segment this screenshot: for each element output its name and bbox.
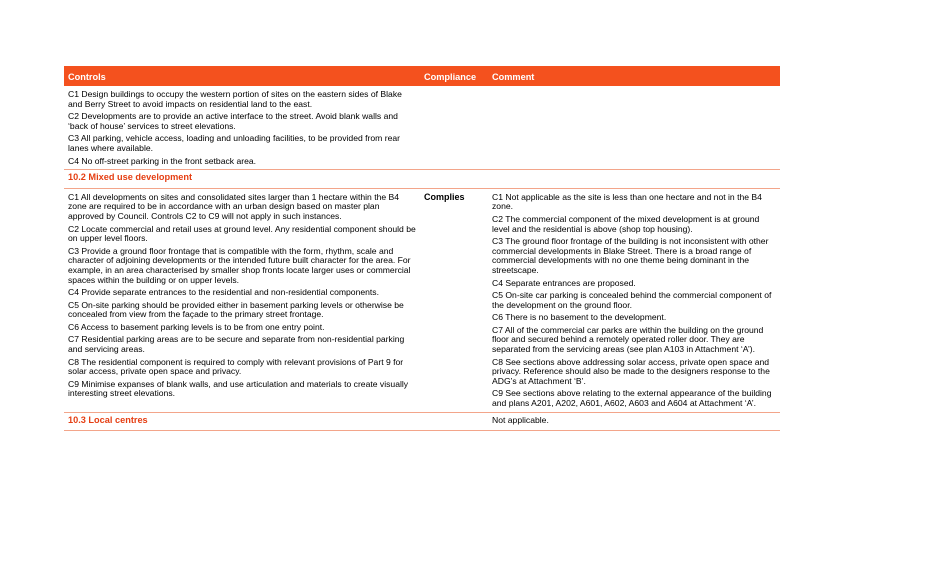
section-row: 10.3 Local centres Not applicable.: [64, 412, 780, 432]
control-item: C3 All parking, vehicle access, loading …: [68, 133, 401, 153]
control-item: C2 Locate commercial and retail uses at …: [68, 223, 416, 244]
control-item: C1 Design buildings to occupy the wester…: [68, 89, 402, 109]
comment-item: C8 See sections above addressing solar a…: [492, 356, 770, 386]
comment-item: C7 All of the commercial car parks are w…: [492, 324, 764, 355]
compliance-cell: [420, 412, 488, 432]
comment-item: C9 See sections above relating to the ex…: [492, 388, 772, 409]
controls-cell: C1 Design buildings to occupy the wester…: [64, 89, 420, 171]
section-title-local-centres: 10.3 Local centres: [64, 412, 420, 432]
control-item: C3 Provide a ground floor frontage that …: [68, 245, 411, 285]
header-comment: Comment: [488, 66, 780, 86]
controls-cell: C1 All developments on sites and consoli…: [64, 191, 420, 413]
header-controls: Controls: [64, 66, 420, 86]
compliance-status: Complies: [420, 192, 488, 413]
control-item: C6 Access to basement parking levels is …: [68, 321, 325, 332]
control-item: C4 Provide separate entrances to the res…: [68, 287, 379, 298]
section-row: 10.2 Mixed use development: [64, 169, 780, 189]
local-centres-comment: Not applicable.: [488, 412, 780, 432]
compliance-cell: [420, 90, 488, 171]
control-item: C8 The residential component is required…: [68, 356, 404, 377]
comment-item: C1 Not applicable as the site is less th…: [492, 191, 762, 212]
compliance-table: Controls Compliance Comment C1 Design bu…: [64, 66, 780, 432]
comment-item: C2 The commercial component of the mixed…: [492, 213, 760, 234]
control-item: C7 Residential parking areas are to be s…: [68, 334, 405, 355]
table-row: C1 All developments on sites and consoli…: [64, 191, 780, 413]
control-item: C2 Developments are to provide an active…: [68, 111, 398, 131]
table-header-row: Controls Compliance Comment: [64, 66, 780, 86]
comment-item: C6 There is no basement to the developme…: [492, 312, 667, 323]
control-item: C1 All developments on sites and consoli…: [68, 191, 400, 221]
control-item: C9 Minimise expanses of blank walls, and…: [68, 378, 409, 399]
section-title-mixed-use: 10.2 Mixed use development: [64, 169, 780, 189]
control-item: C5 On-site parking should be provided ei…: [68, 299, 404, 320]
comment-item: C5 On-site car parking is concealed behi…: [492, 290, 772, 310]
control-item: C4 No off-street parking in the front se…: [68, 155, 257, 166]
comment-cell: [488, 90, 780, 171]
compliance-table-page: Controls Compliance Comment C1 Design bu…: [64, 66, 780, 432]
comment-cell: C1 Not applicable as the site is less th…: [488, 191, 780, 413]
comment-item: C4 Separate entrances are proposed.: [492, 277, 636, 288]
comment-item: C3 The ground floor frontage of the buil…: [492, 236, 769, 275]
table-row: C1 Design buildings to occupy the wester…: [64, 89, 780, 171]
header-compliance: Compliance: [420, 66, 488, 86]
